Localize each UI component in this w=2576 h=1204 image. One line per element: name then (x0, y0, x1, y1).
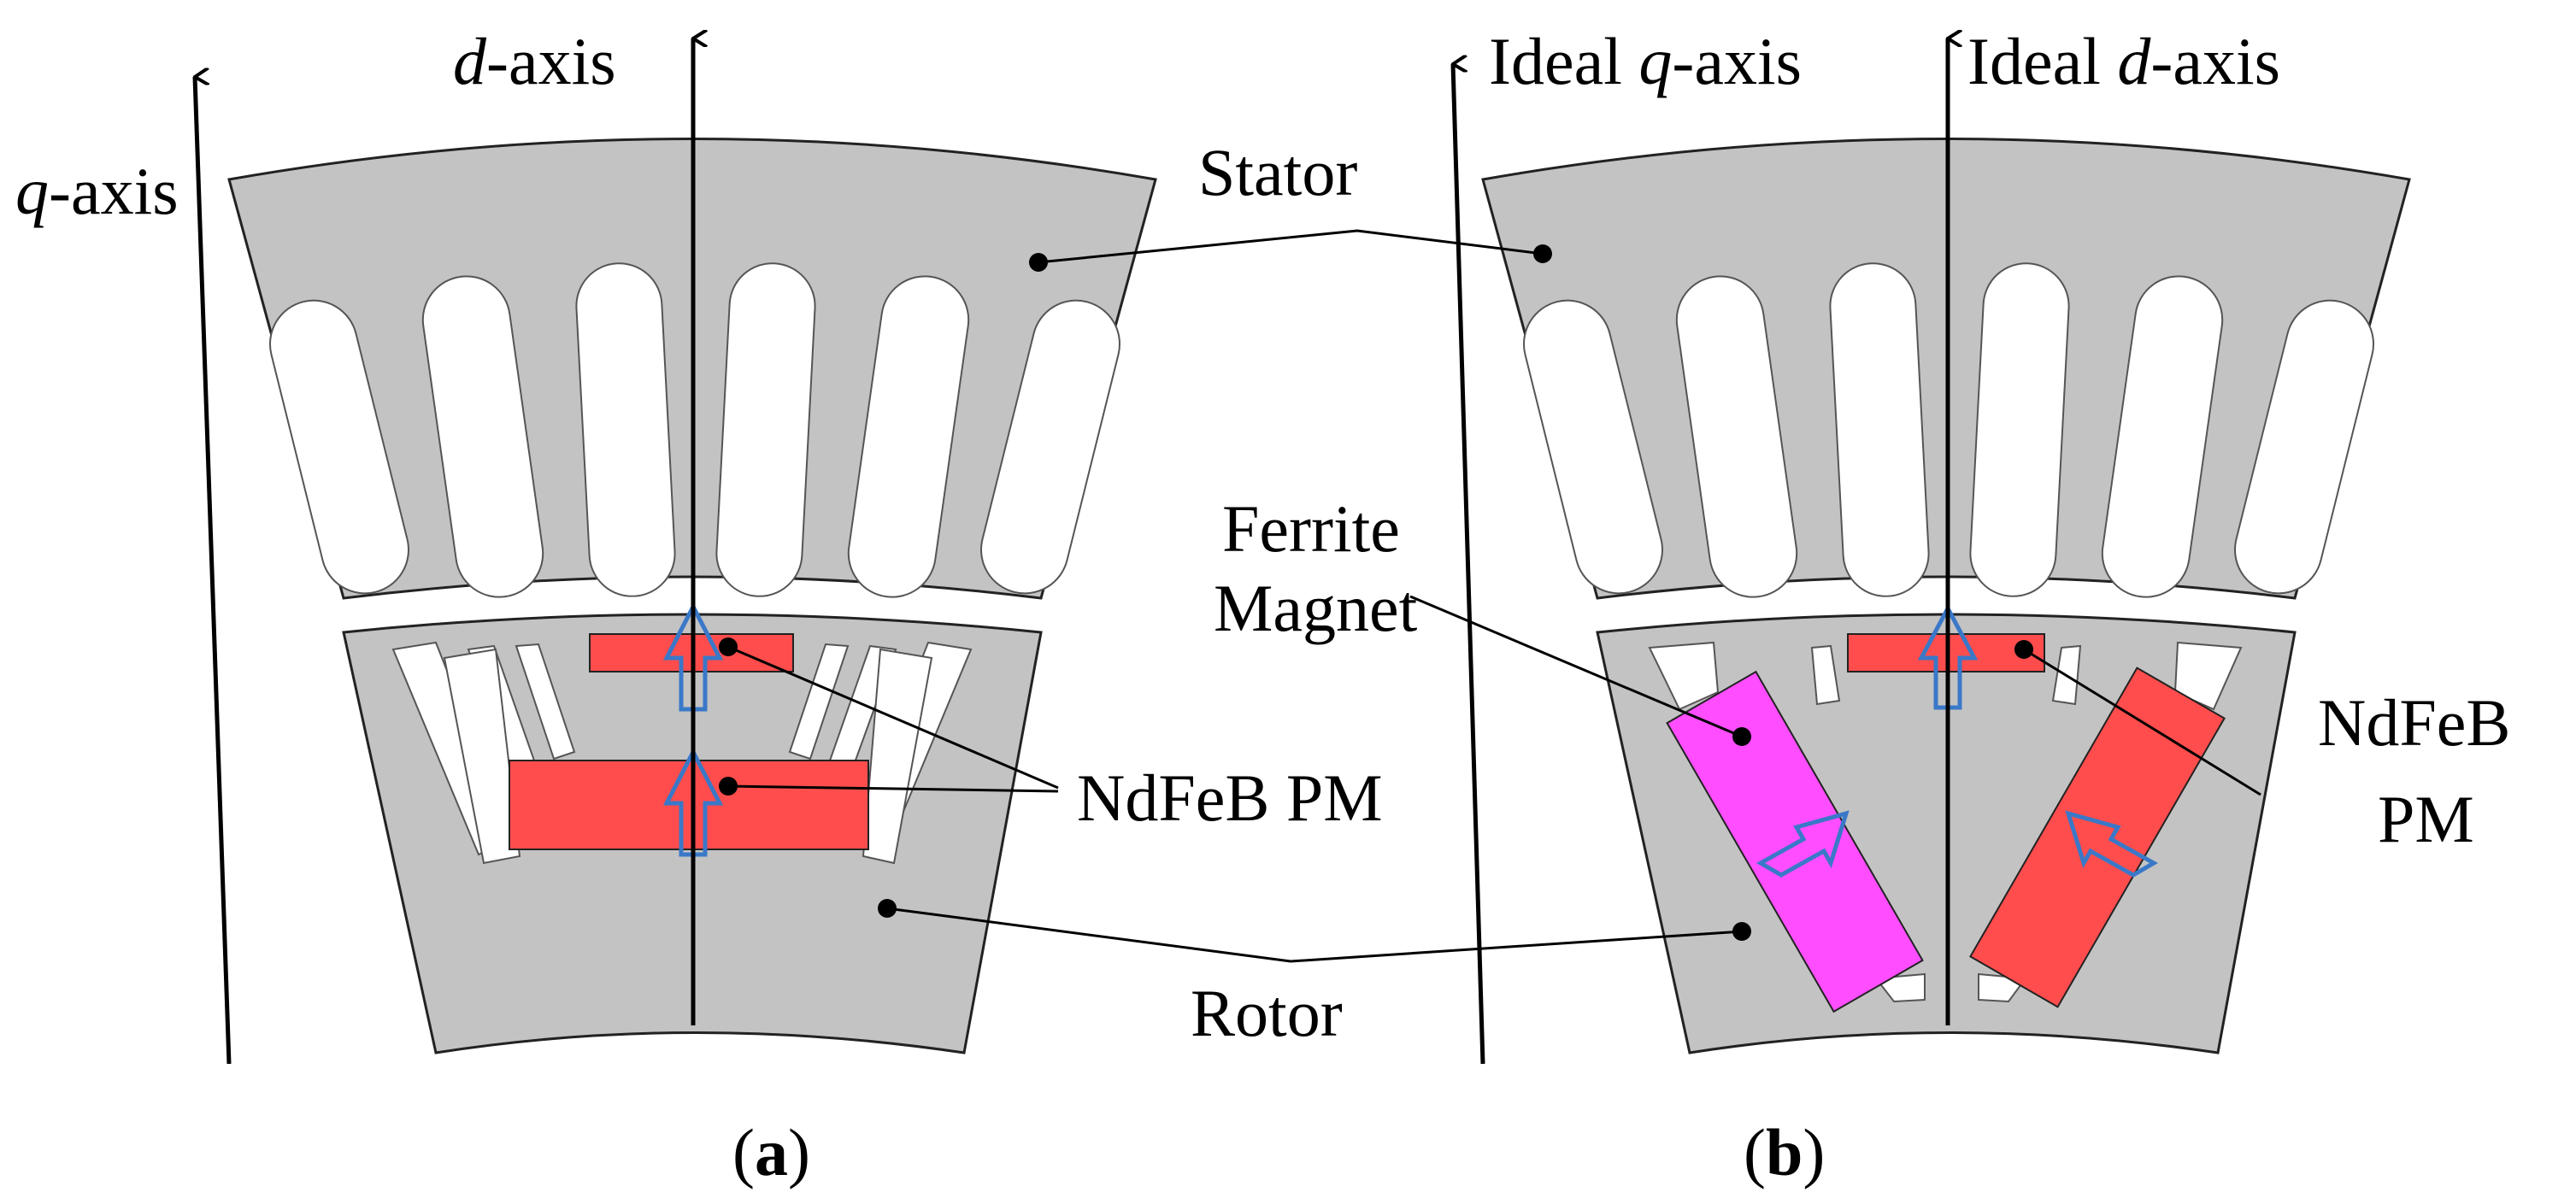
stator-slot (1523, 299, 1663, 595)
caption-a: (a) (732, 1115, 810, 1189)
stator-label: Stator (1198, 135, 1357, 209)
magnetization-arrow (1917, 603, 1979, 710)
ndfeb-dot-upper (719, 637, 738, 656)
panel-b (1450, 38, 2411, 1065)
stator-slot (715, 262, 816, 597)
stator-leader (1038, 229, 1544, 264)
magnetization-arrow (662, 602, 724, 712)
stator-slot (980, 299, 1120, 595)
ndfeb-label-a: NdFeB PM (1077, 761, 1383, 835)
rotor-label: Rotor (1191, 976, 1343, 1050)
stator-slot (1969, 262, 2070, 597)
panel-a (192, 38, 1157, 1065)
stator-slot (2101, 275, 2224, 598)
ndfeb-dot-lower (719, 777, 738, 796)
stator-slot (2234, 299, 2374, 595)
ideal-d-axis-label: Ideal d-axis (1967, 24, 2280, 98)
stator-slot (575, 262, 676, 597)
ferrite-dot (1732, 727, 1751, 746)
flux-barrier (2173, 641, 2243, 711)
q-axis-a (192, 77, 232, 1065)
ferrite-label-line1: Ferrite (1222, 491, 1400, 566)
flux-barrier (862, 648, 933, 865)
ideal-q-axis-label: Ideal q-axis (1489, 24, 1802, 98)
q-axis-label-a: q-axis (15, 154, 179, 228)
stator-slot (847, 275, 970, 598)
ndfeb-label-b-line2: PM (2378, 782, 2474, 856)
stator-slot (1829, 262, 1930, 597)
d-axis-label-a: d-axis (453, 24, 616, 98)
ideal-q-axis (1450, 64, 1485, 1065)
flux-barrier (443, 648, 521, 865)
rotor-leader (886, 907, 1743, 963)
flux-barrier (1810, 644, 1841, 706)
ndfeb-leader-upper (727, 645, 1059, 790)
stator-slot (269, 299, 409, 595)
ndfeb-magnet-inclined-b (1969, 667, 2226, 1008)
rotor-dot-b (1732, 922, 1751, 941)
ndfeb-b-leader (2023, 648, 2261, 796)
caption-b: (b) (1744, 1115, 1825, 1189)
stator-dot-b (1533, 244, 1552, 263)
ndfeb-label-b-line1: NdFeB (2318, 685, 2510, 760)
magnetization-arrow (1756, 810, 1850, 878)
annotation-dots (719, 244, 2033, 941)
magnetization-arrow (2065, 810, 2159, 878)
stator-slots-a (269, 262, 1120, 598)
annotation-leaders (727, 229, 2261, 963)
flux-barrier (515, 643, 576, 761)
stator-dot-a (1029, 253, 1048, 272)
stator-slot (1675, 275, 1798, 598)
ndfeb-b-dot (2014, 640, 2033, 659)
ferrite-leader (1409, 595, 1743, 738)
rotor-dot-a (878, 899, 897, 918)
stator-slot (421, 275, 544, 598)
flux-barrier (788, 643, 850, 761)
ferrite-label-line2: Magnet (1214, 571, 1418, 645)
magnetization-arrow (662, 747, 724, 857)
stator-slots-b (1523, 262, 2374, 598)
flux-barrier (1648, 641, 1720, 711)
ndfeb-magnet-lower-a (509, 760, 869, 850)
ndfeb-leader-lower (727, 784, 1059, 793)
